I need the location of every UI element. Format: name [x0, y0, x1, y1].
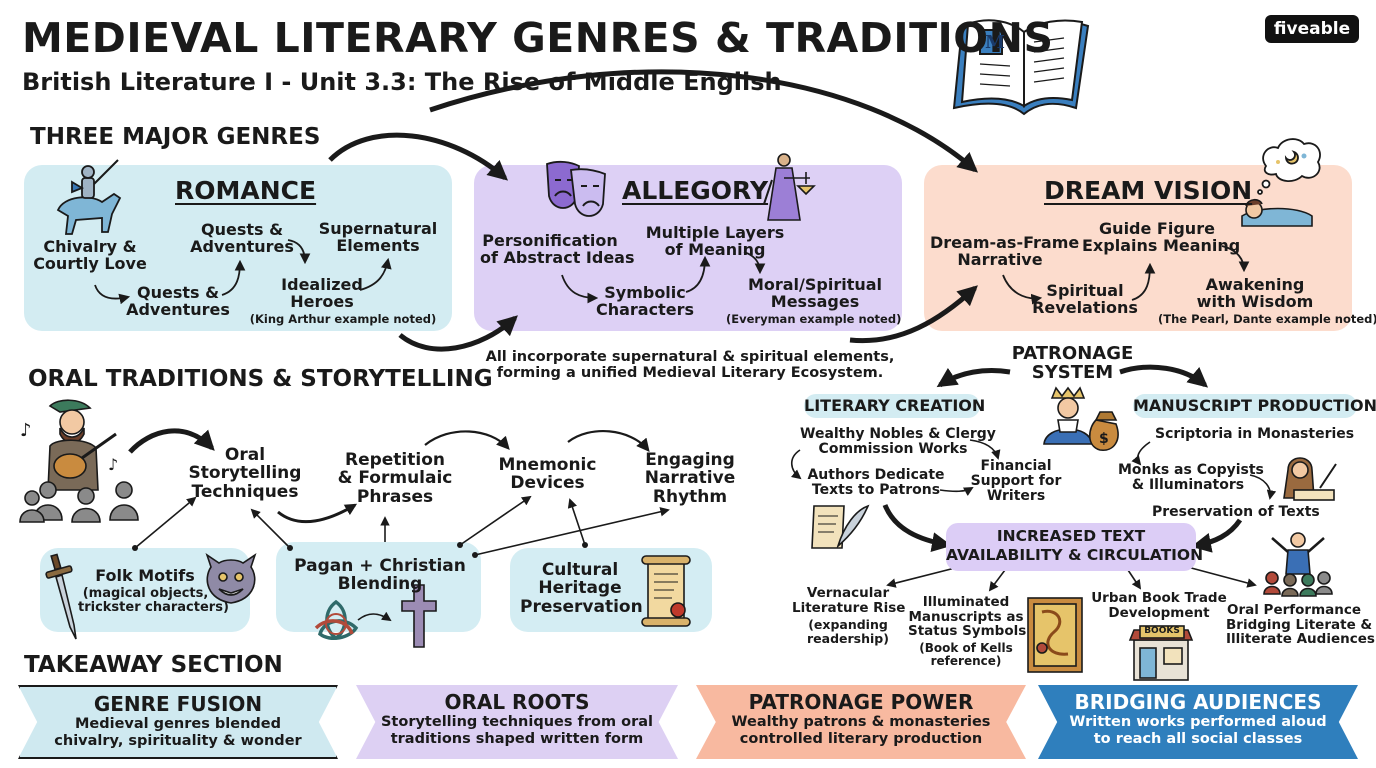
takeaway-banner-genre-fusion: GENRE FUSION Medieval genres blended chi… — [18, 685, 338, 759]
manuscript-production-pill: MANUSCRIPT PRODUCTION — [1133, 394, 1376, 418]
takeaway-banner-bridging-audiences: BRIDGING AUDIENCES Written works perform… — [1038, 685, 1358, 759]
banner-text: Written works performed aloud to reach a… — [1069, 714, 1327, 747]
pagan-christian: Pagan + Christian Blending — [294, 556, 466, 595]
literary-creation-pill: LITERARY CREATION — [804, 394, 985, 418]
banner-title: PATRONAGE POWER — [748, 690, 974, 714]
monk-scribe-icon — [1283, 457, 1337, 501]
page-subtitle: British Literature I - Unit 3.3: The Ris… — [22, 68, 782, 96]
patronage-preservation: Preservation of Texts — [1152, 504, 1320, 520]
patronage-nobles: Wealthy Nobles & Clergy Commission Works — [800, 426, 996, 458]
sword-icon — [45, 553, 77, 640]
patronage-vernacular-sub: (expanding readership) — [807, 617, 889, 646]
bard-with-lute-icon: ♪ ♪ — [19, 399, 139, 523]
oral-techniques: Oral Storytelling Techniques — [188, 445, 302, 502]
romance-item-heroes: Idealized Heroes — [281, 275, 363, 312]
banner-text: Storytelling techniques from oral tradit… — [380, 714, 653, 747]
money-bag-icon: $ — [1088, 411, 1119, 451]
dream-item-frame: Dream-as-Frame Narrative — [930, 233, 1080, 270]
folk-motifs-sub: (magical objects, trickster characters) — [78, 586, 229, 616]
quill-scroll-icon — [811, 504, 870, 549]
lady-justice-icon — [763, 153, 816, 221]
allegory-item-layers: Multiple Layers of Meaning — [645, 223, 785, 260]
thought-cloud-icon — [1257, 138, 1321, 195]
patronage-financial: Financial Support for Writers — [970, 458, 1062, 505]
allegory-item-personification: Personification of Abstract Ideas — [480, 231, 635, 268]
romance-item-quests-bottom: Quests & Adventures — [126, 283, 230, 320]
scroll-icon — [641, 555, 691, 627]
demon-mask-icon — [205, 553, 257, 604]
patronage-heading: PATRONAGE SYSTEM — [1011, 343, 1134, 384]
takeaway-heading: TAKEAWAY SECTION — [24, 652, 283, 678]
page-title: MEDIEVAL LITERARY GENRES & TRADITIONS — [22, 14, 1054, 62]
banner-title: ORAL ROOTS — [444, 690, 590, 714]
books-sign: BOOKS — [1144, 626, 1180, 636]
folk-motifs-title: Folk Motifs — [95, 566, 195, 585]
open-book-icon — [952, 19, 1090, 116]
romance-item-supernatural: Supernatural Elements — [318, 219, 438, 256]
bookshop-icon — [1128, 625, 1194, 681]
patronage-dedicate: Authors Dedicate Texts to Patrons — [807, 467, 945, 499]
banner-text: Wealthy patrons & monasteries controlled… — [731, 714, 991, 747]
oral-rhythm: Engaging Narrative Rhythm — [644, 450, 736, 507]
dream-vision-title: DREAM VISION — [1044, 176, 1253, 205]
allegory-note: (Everyman example noted) — [726, 312, 902, 326]
romance-note: (King Arthur example noted) — [249, 312, 437, 326]
pagan-christian-box — [276, 542, 481, 632]
oral-mnemonic: Mnemonic Devices — [498, 455, 597, 494]
patronage-oral-performance: Oral Performance Bridging Literate & Ill… — [1226, 602, 1375, 648]
genres-heading: THREE MAJOR GENRES — [30, 124, 321, 150]
romance-title: ROMANCE — [175, 176, 317, 205]
banner-text: Medieval genres blended chivalry, spirit… — [54, 716, 302, 749]
allegory-item-symbolic: Symbolic Characters — [595, 283, 694, 320]
theater-masks-icon — [546, 160, 606, 217]
svg-text:♪: ♪ — [20, 420, 32, 441]
book-letter: M — [985, 32, 1005, 53]
svg-text:$: $ — [1099, 431, 1109, 447]
patronage-scriptoria: Scriptoria in Monasteries — [1155, 426, 1355, 442]
patronage-illuminated-sub: (Book of Kells reference) — [919, 641, 1013, 668]
patronage-monks: Monks as Copyists & Illuminators — [1118, 462, 1264, 494]
dream-vision-panel — [924, 165, 1352, 331]
cross-icon — [401, 584, 437, 648]
dream-item-guide: Guide Figure Explains Meaning — [1082, 219, 1241, 256]
dream-item-awakening: Awakening with Wisdom — [1196, 275, 1314, 312]
patronage-illuminated: Illuminated Manuscripts as Status Symbol… — [908, 594, 1027, 640]
sleeping-person-icon — [1241, 198, 1313, 227]
allegory-title: ALLEGORY — [622, 176, 769, 205]
patronage-booktrade: Urban Book Trade Development — [1091, 590, 1227, 621]
oral-heading: ORAL TRADITIONS & STORYTELLING — [28, 366, 493, 392]
knight-on-horse-icon — [56, 159, 122, 235]
romance-item-chivalry: Chivalry & Courtly Love — [33, 237, 147, 274]
triquetra-icon — [314, 599, 359, 641]
banner-title: GENRE FUSION — [93, 692, 263, 716]
takeaway-banner-patronage-power: PATRONAGE POWER Wealthy patrons & monast… — [696, 685, 1026, 759]
romance-panel — [24, 165, 452, 331]
dream-note: (The Pearl, Dante example noted) — [1158, 312, 1376, 326]
cultural-heritage: Cultural Heritage Preservation — [520, 560, 643, 617]
patronage-vernacular: Vernacular Literature Rise — [792, 585, 906, 616]
oral-repetition: Repetition & Formulaic Phrases — [337, 450, 453, 507]
increased-availability-pill: INCREASED TEXT AVAILABILITY & CIRCULATIO… — [946, 523, 1203, 571]
illuminated-page-icon — [1027, 597, 1083, 673]
brand-logo: fiveable — [1265, 15, 1359, 43]
takeaway-banner-oral-roots: ORAL ROOTS Storytelling techniques from … — [356, 685, 678, 759]
svg-text:♪: ♪ — [108, 455, 118, 474]
allegory-panel — [474, 165, 902, 331]
king-icon — [1043, 386, 1093, 445]
allegory-item-moral: Moral/Spiritual Messages — [747, 275, 883, 312]
orator-crowd-icon — [1263, 532, 1333, 597]
dream-item-revelations: Spiritual Revelations — [1032, 281, 1138, 318]
romance-item-quests-top: Quests & Adventures — [190, 220, 294, 257]
banner-title: BRIDGING AUDIENCES — [1074, 690, 1322, 714]
genres-summary: All incorporate supernatural & spiritual… — [485, 349, 895, 381]
